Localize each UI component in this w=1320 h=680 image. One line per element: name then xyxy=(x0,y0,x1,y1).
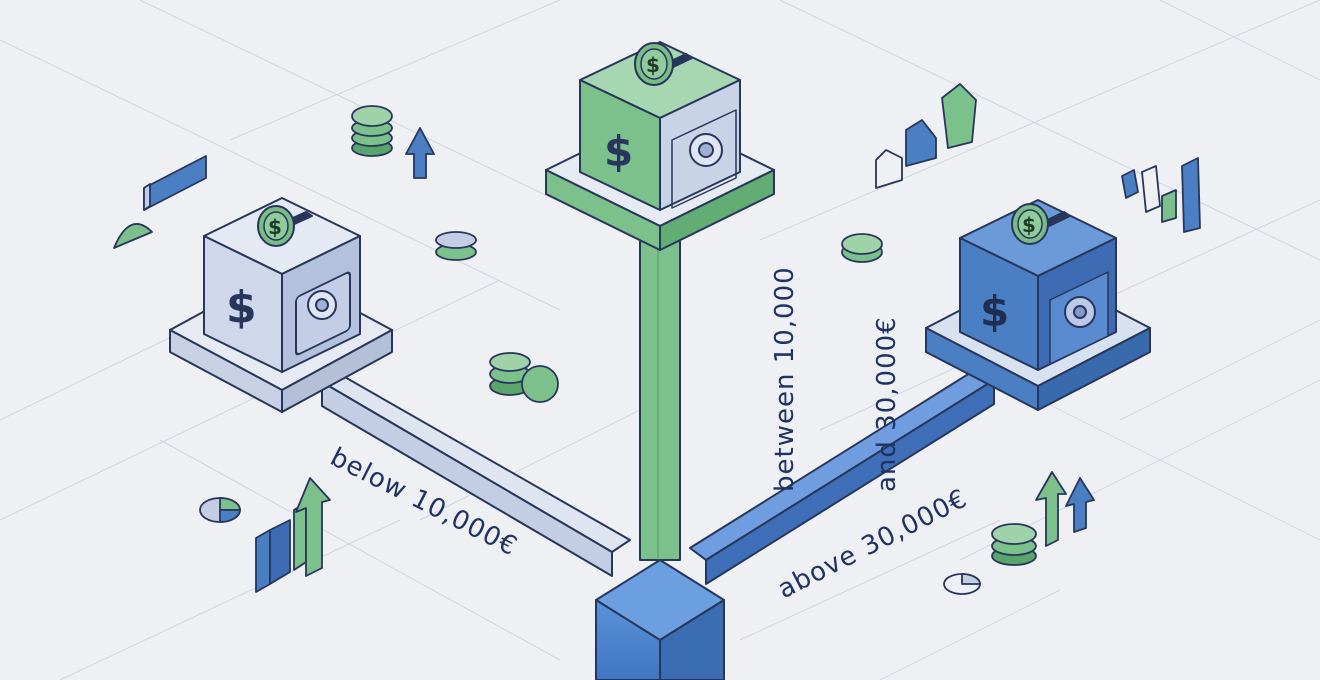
coin-stack-icon xyxy=(991,523,1037,566)
coin-stack-icon xyxy=(489,352,559,403)
bar-chart-icon xyxy=(875,83,977,189)
branch-label-mid-line1: between 10,000 xyxy=(770,266,800,492)
coin-symbol-high: $ xyxy=(1022,213,1036,237)
branch-path-mid xyxy=(609,223,693,561)
bar-chart-icon xyxy=(1121,157,1201,233)
dollar-symbol-high: $ xyxy=(980,287,1009,336)
dollar-coin-icon xyxy=(1011,203,1049,245)
coin-symbol-mid: $ xyxy=(646,53,660,77)
bar-chart-icon xyxy=(255,501,307,593)
half-coin-icon xyxy=(113,223,153,249)
trunk-block xyxy=(595,559,725,680)
coin-stack-icon xyxy=(435,231,477,261)
coin-symbol-low: $ xyxy=(268,215,282,239)
branch-label-mid-line2: and 30,000€ xyxy=(872,316,902,492)
dollar-symbol-low: $ xyxy=(226,282,257,333)
up-arrow-icon xyxy=(295,477,331,577)
dollar-coin-icon xyxy=(257,205,295,247)
coin-stack-icon xyxy=(351,105,393,157)
pie-chart-icon xyxy=(943,573,981,595)
safe-dial-icon xyxy=(295,271,351,356)
tier-high-group xyxy=(925,199,1151,411)
safe-dial-icon xyxy=(671,109,737,209)
dollar-symbol-mid: $ xyxy=(604,127,633,176)
branch-path-high xyxy=(689,367,995,585)
pie-chart-icon xyxy=(199,497,241,523)
safe-dial-icon xyxy=(1049,271,1109,365)
bar-block-icon xyxy=(143,155,207,211)
branch-label-mid: between 10,000 and 30,000€ xyxy=(700,266,938,492)
tier-mid-group xyxy=(545,41,775,251)
up-arrow-icon xyxy=(405,127,435,179)
coin-stack-icon xyxy=(841,233,883,263)
up-arrow-icon xyxy=(1035,471,1095,547)
dollar-coin-icon xyxy=(634,42,674,86)
tier-low-group xyxy=(169,197,393,413)
